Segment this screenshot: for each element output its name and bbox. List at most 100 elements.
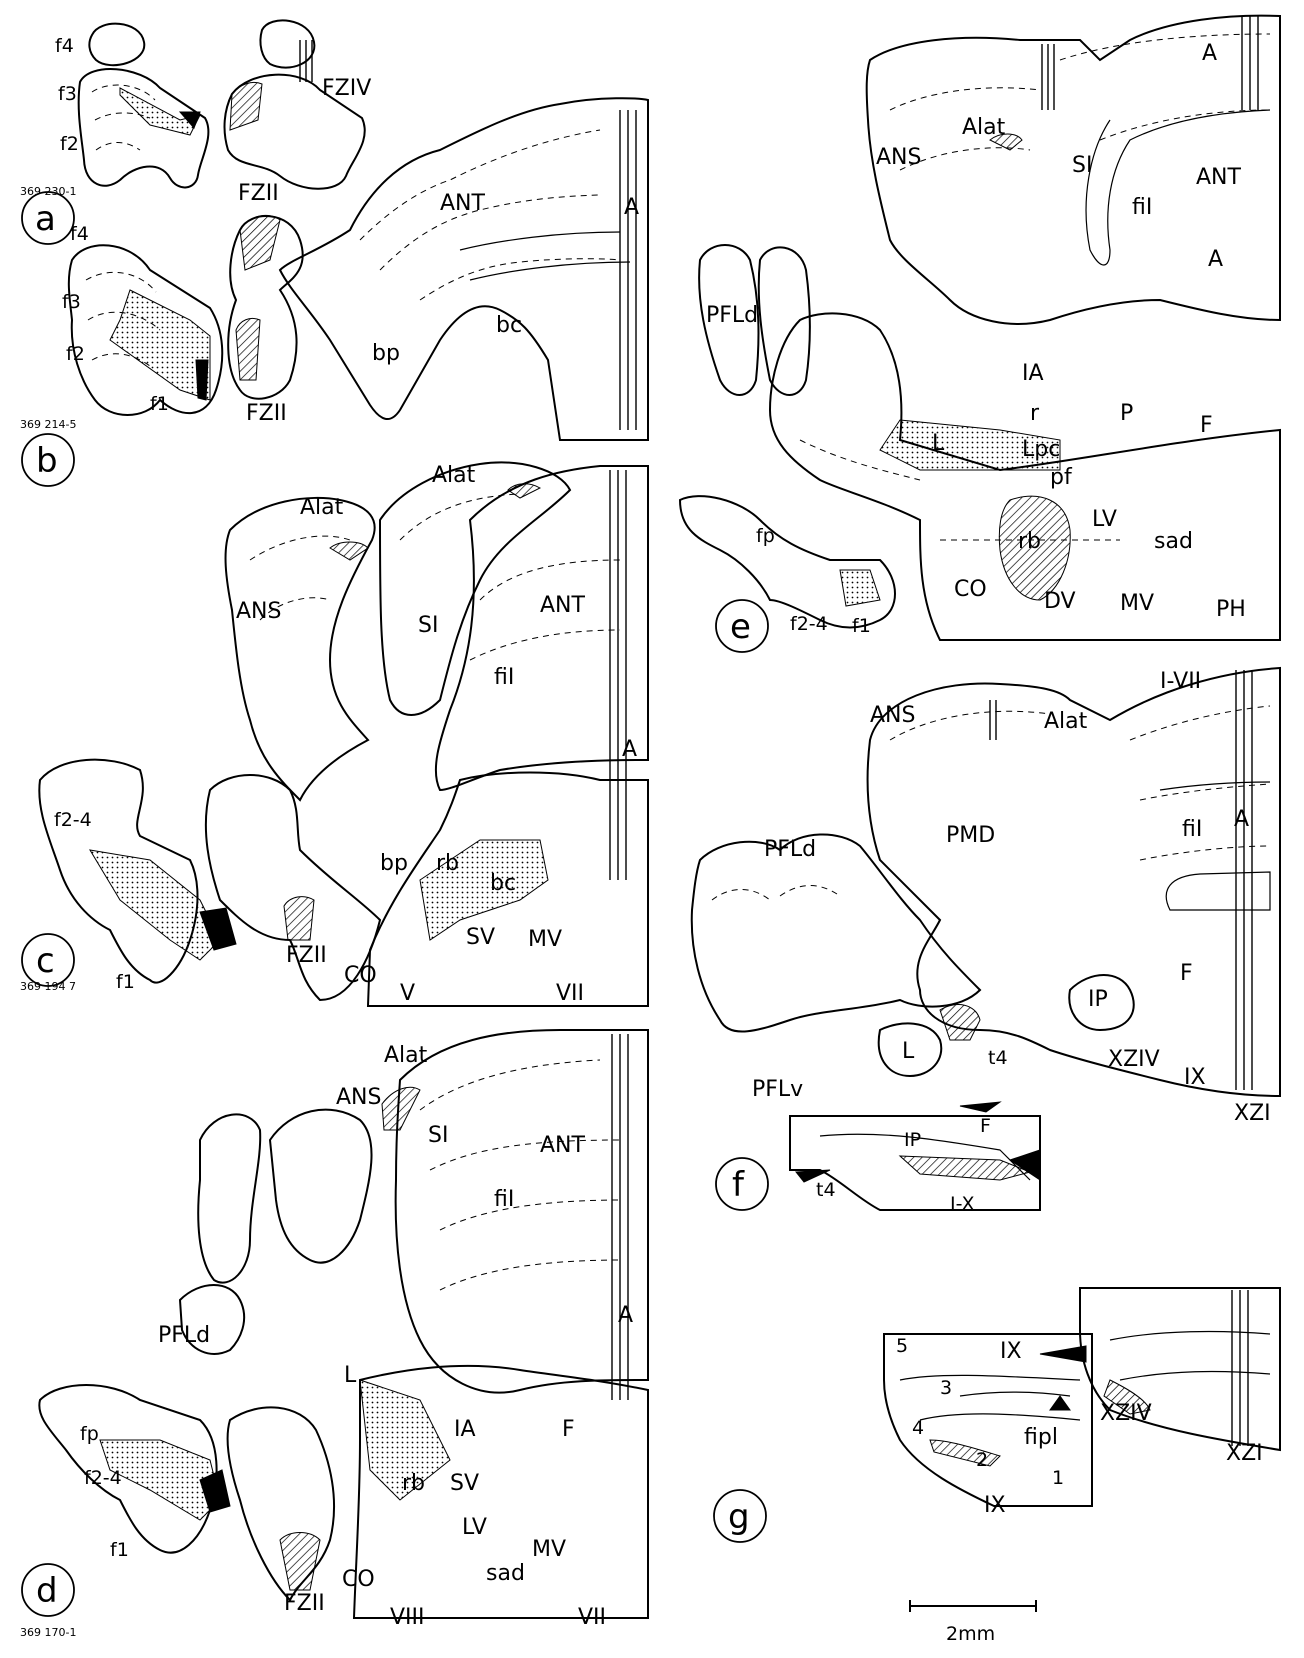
e-label-dv: DV: [1044, 589, 1076, 614]
e-label-pfld: PFLd: [706, 303, 758, 328]
e-label-ph: PH: [1216, 597, 1246, 622]
d-label-alat: Alat: [384, 1043, 428, 1068]
e-label-f: F: [1200, 413, 1213, 438]
d-label-co: CO: [342, 1567, 375, 1592]
f-label-t4: t4: [988, 1047, 1008, 1069]
g-label-two: 2: [976, 1449, 988, 1471]
panel-d: Alat ANS SI ANT fiI A PFLd L IA F fp f2-…: [20, 1030, 648, 1639]
d-label-fz2: FZII: [284, 1591, 325, 1616]
f-label-f: F: [1180, 961, 1193, 986]
e-label-p: P: [1120, 401, 1133, 426]
d-label-a: A: [618, 1303, 633, 1328]
f-label-xz1: XZI: [1234, 1101, 1271, 1126]
e-label-a2: A: [1208, 247, 1223, 272]
e-label-f1: f1: [852, 615, 871, 637]
b-label-bc: bc: [496, 313, 522, 338]
d-label-viii: VIII: [390, 1605, 425, 1630]
f-label-t4b: t4: [816, 1179, 836, 1201]
f-label-f2: F: [980, 1115, 991, 1137]
e-label-sad: sad: [1154, 529, 1193, 554]
b-label-f4: f4: [70, 223, 89, 245]
g-label-xz4: XZIV: [1100, 1401, 1152, 1426]
f-label-a: A: [1234, 807, 1249, 832]
d-label-f1: f1: [110, 1539, 129, 1561]
c-label-alat2: Alat: [432, 463, 476, 488]
e-label-si: SI: [1072, 153, 1092, 178]
f-label-pflv: PFLv: [752, 1077, 803, 1102]
c-label-ant: ANT: [540, 593, 586, 618]
d-label-mv: MV: [532, 1537, 566, 1562]
panel-a: f4 f3 f2 369 230-1 a FZIV FZII: [20, 20, 371, 244]
g-label-ix: IX: [1000, 1339, 1022, 1364]
c-label-ans: ANS: [236, 599, 281, 624]
panel-c-letter: c: [36, 941, 55, 981]
c-label-vii: VII: [556, 981, 584, 1006]
d-label-fi: fiI: [494, 1187, 514, 1212]
d-label-f: F: [562, 1417, 575, 1442]
c-label-co: CO: [344, 963, 377, 988]
c-label-fi: fiI: [494, 665, 514, 690]
c-label-rb: rb: [436, 851, 459, 876]
c-label-si: SI: [418, 613, 438, 638]
d-label-l: L: [344, 1363, 357, 1388]
g-label-three: 3: [940, 1377, 952, 1399]
e-label-lpc: Lpc: [1022, 437, 1060, 462]
f-label-ix2: I-X: [950, 1193, 975, 1215]
f-label-ip2: IP: [904, 1129, 921, 1151]
e-label-a1: A: [1202, 41, 1217, 66]
d-label-vii: VII: [578, 1605, 606, 1630]
e-label-co: CO: [954, 577, 987, 602]
f-label-fi: fiI: [1182, 817, 1202, 842]
panel-e: A Alat ANS SI fiI ANT A PFLd IA r P F L …: [680, 16, 1280, 652]
a-label-f3: f3: [58, 83, 77, 105]
d-label-sv: SV: [450, 1471, 479, 1496]
e-label-f24: f2-4: [790, 613, 828, 635]
c-label-bc: bc: [490, 871, 516, 896]
c-label-a: A: [622, 737, 637, 762]
b-specimen-code: 369 214-5: [20, 418, 76, 431]
b-label-f1: f1: [150, 393, 169, 415]
c-label-bp: bp: [380, 851, 408, 876]
panel-g-letter: g: [728, 1497, 750, 1537]
f-label-ans: ANS: [870, 703, 915, 728]
d-label-ia: IA: [454, 1417, 476, 1442]
d-label-sad: sad: [486, 1561, 525, 1586]
e-label-lv: LV: [1092, 507, 1117, 532]
b-label-f3: f3: [62, 291, 81, 313]
g-label-ix2: IX: [984, 1493, 1006, 1518]
f-label-pfld: PFLd: [764, 837, 816, 862]
panel-g: 5 IX 3 fipl 4 2 1 IX XZIV XZI g: [714, 1288, 1280, 1542]
e-label-ant: ANT: [1196, 165, 1242, 190]
panel-b: f4 f3 f2 f1 369 214-5 b ANT A bp bc FZII: [20, 98, 648, 486]
e-label-ia: IA: [1022, 361, 1044, 386]
b-label-f2: f2: [66, 343, 85, 365]
panel-e-letter: e: [730, 607, 751, 647]
d-label-ant: ANT: [540, 1133, 586, 1158]
b-label-ant: ANT: [440, 191, 486, 216]
panel-d-letter: d: [36, 1571, 58, 1611]
g-label-xz1: XZI: [1226, 1441, 1263, 1466]
b-label-fz2: FZII: [246, 401, 287, 426]
d-label-si: SI: [428, 1123, 448, 1148]
a-label-fz4: FZIV: [322, 76, 371, 101]
a-label-fz2: FZII: [238, 181, 279, 206]
d-label-rb: rb: [402, 1471, 425, 1496]
a-label-f4: f4: [55, 35, 74, 57]
b-label-bp: bp: [372, 341, 400, 366]
e-label-alat: Alat: [962, 115, 1006, 140]
d-label-fp: fp: [80, 1423, 99, 1445]
f-label-pmd: PMD: [946, 823, 995, 848]
d-label-pfld: PFLd: [158, 1323, 210, 1348]
c-label-alat1: Alat: [300, 495, 344, 520]
panel-a-letter: a: [35, 199, 56, 239]
g-label-one: 1: [1052, 1467, 1064, 1489]
e-label-pf: pf: [1050, 465, 1073, 490]
c-label-mv: MV: [528, 927, 562, 952]
scale-bar-label: 2mm: [946, 1623, 995, 1645]
g-label-fipl: fipl: [1024, 1425, 1058, 1450]
d-label-ans: ANS: [336, 1085, 381, 1110]
d-label-lv: LV: [462, 1515, 487, 1540]
e-label-ans: ANS: [876, 145, 921, 170]
f-label-one: 1: [1030, 1151, 1042, 1173]
